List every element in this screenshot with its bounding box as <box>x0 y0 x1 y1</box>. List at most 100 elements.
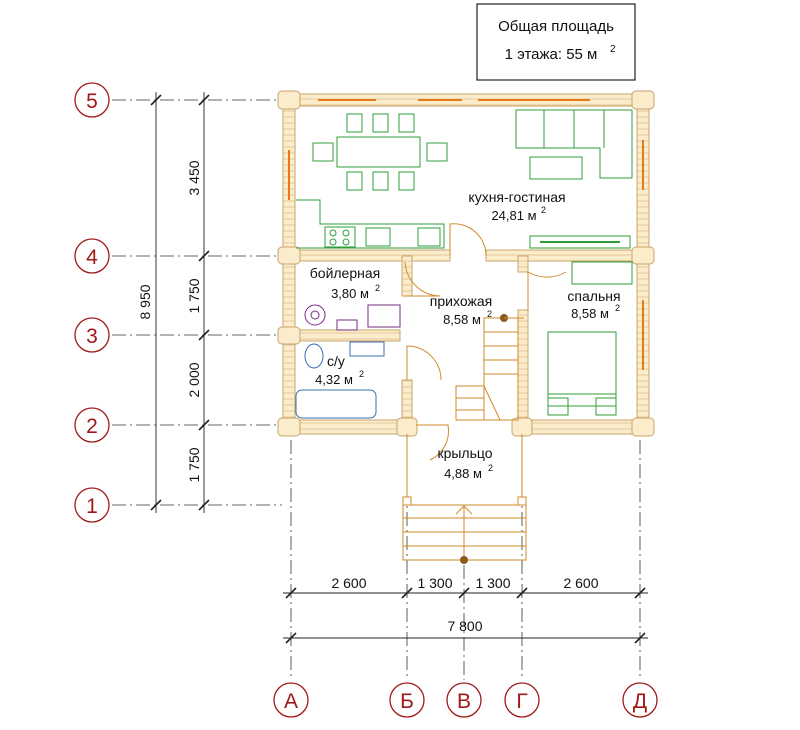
info-box-title: Общая площадь <box>498 18 614 35</box>
wall-bottom-right <box>514 419 650 435</box>
nightstand <box>595 397 617 416</box>
room-area: 8,58 м <box>571 306 609 321</box>
column-axis-markers: А Б В Г Д <box>273 682 658 718</box>
wall-axis4-left <box>282 249 451 262</box>
dim-vertical-2: 1 750 <box>186 278 202 313</box>
porch <box>402 434 527 564</box>
room-label-boiler: бойлерная 3,80 м 2 <box>310 265 380 301</box>
dim-horizontal-1: 2 600 <box>331 575 366 591</box>
chair <box>312 142 334 162</box>
corner-sofa <box>515 109 633 179</box>
bathtub <box>295 389 377 419</box>
bedroom-furniture <box>547 261 633 416</box>
room-label-porch: крыльцо 4,88 м 2 <box>437 445 493 481</box>
room-area-sup: 2 <box>541 205 546 215</box>
dim-horizontal-4: 2 600 <box>563 575 598 591</box>
chair <box>346 171 363 191</box>
wall-axis-g-top <box>517 255 529 273</box>
room-area-sup: 2 <box>375 283 380 293</box>
room-name: бойлерная <box>310 265 380 281</box>
boiler-furniture <box>304 304 401 331</box>
tank <box>336 319 358 331</box>
room-name: крыльцо <box>437 445 492 461</box>
axis-label-a: А <box>284 690 298 713</box>
axis-marker-d: Д <box>622 682 658 718</box>
room-area: 24,81 м <box>491 208 536 223</box>
room-label-wc: с/у 4,32 м 2 <box>315 353 364 387</box>
room-name: кухня-гостиная <box>468 189 565 205</box>
chair <box>372 113 389 133</box>
door-kitchen <box>449 223 487 257</box>
axis-marker-3: 3 <box>74 317 110 353</box>
room-area-sup: 2 <box>615 303 620 313</box>
door-entrance <box>416 424 450 461</box>
info-box-area-sup: 2 <box>610 44 616 55</box>
door-bedroom <box>527 271 567 310</box>
axis-marker-2: 2 <box>74 407 110 443</box>
nightstand <box>547 397 569 416</box>
chair <box>426 142 448 162</box>
room-area: 3,80 м <box>331 286 369 301</box>
kitchen-counter <box>296 199 445 249</box>
room-area-sup: 2 <box>487 309 492 319</box>
axis-marker-1: 1 <box>74 487 110 523</box>
dim-vertical-4: 1 750 <box>186 447 202 482</box>
staircase <box>455 314 524 421</box>
chair <box>346 113 363 133</box>
room-area: 4,88 м <box>444 466 482 481</box>
vertical-dimensions <box>150 92 210 513</box>
axis-label-g: Г <box>516 690 527 713</box>
boiler <box>304 304 326 326</box>
doors <box>404 223 567 461</box>
axis-label-v: В <box>457 690 471 713</box>
wall-axis4-right <box>485 249 650 262</box>
axis-label-4: 4 <box>86 246 98 269</box>
axis-label-1: 1 <box>86 495 98 518</box>
axis-label-2: 2 <box>86 415 98 438</box>
wall-axis3-left <box>282 329 401 342</box>
bed <box>547 331 617 407</box>
room-label-kitchen: кухня-гостиная 24,81 м 2 <box>468 189 565 223</box>
dim-horizontal-2: 1 300 <box>417 575 452 591</box>
chair <box>398 113 415 133</box>
room-label-hall: прихожая 8,58 м 2 <box>430 293 492 327</box>
wall-axis-g-bottom <box>517 309 529 433</box>
windows <box>288 99 644 370</box>
horizontal-dimensions <box>283 587 648 644</box>
room-name: с/у <box>327 353 345 369</box>
dim-horizontal-total: 7 800 <box>447 618 482 634</box>
sink <box>365 227 391 247</box>
dim-vertical-1: 3 450 <box>186 160 202 195</box>
door-boiler <box>404 261 441 297</box>
wc-furniture <box>295 341 385 419</box>
kitchen-furniture <box>296 109 633 249</box>
room-area: 8,58 м <box>443 312 481 327</box>
dim-vertical-total: 8 950 <box>137 284 153 319</box>
room-area: 4,32 м <box>315 372 353 387</box>
axis-marker-g: Г <box>504 682 540 718</box>
dim-vertical-3: 2 000 <box>186 362 202 397</box>
axis-marker-5: 5 <box>74 82 110 118</box>
room-name: прихожая <box>430 293 492 309</box>
room-name: спальня <box>567 288 620 304</box>
axis-label-b: Б <box>400 690 414 713</box>
room-area-sup: 2 <box>488 463 493 473</box>
row-axis-markers: 5 4 3 2 1 <box>74 82 110 523</box>
room-label-bedroom: спальня 8,58 м 2 <box>567 288 620 321</box>
door-wc <box>406 345 442 381</box>
room-area-sup: 2 <box>359 369 364 379</box>
toilet <box>304 343 324 369</box>
axis-label-3: 3 <box>86 325 98 348</box>
chair <box>372 171 389 191</box>
dim-horizontal-3: 1 300 <box>475 575 510 591</box>
stove <box>324 226 356 248</box>
wall-axis-b-top <box>401 255 413 297</box>
axis-label-5: 5 <box>86 90 98 113</box>
axis-label-d: Д <box>633 690 647 713</box>
axis-marker-v: В <box>446 682 482 718</box>
washbasin <box>349 341 385 357</box>
fridge <box>417 227 441 247</box>
chair <box>398 171 415 191</box>
area-info-box: Общая площадь 1 этажа: 55 м 2 <box>476 3 636 81</box>
